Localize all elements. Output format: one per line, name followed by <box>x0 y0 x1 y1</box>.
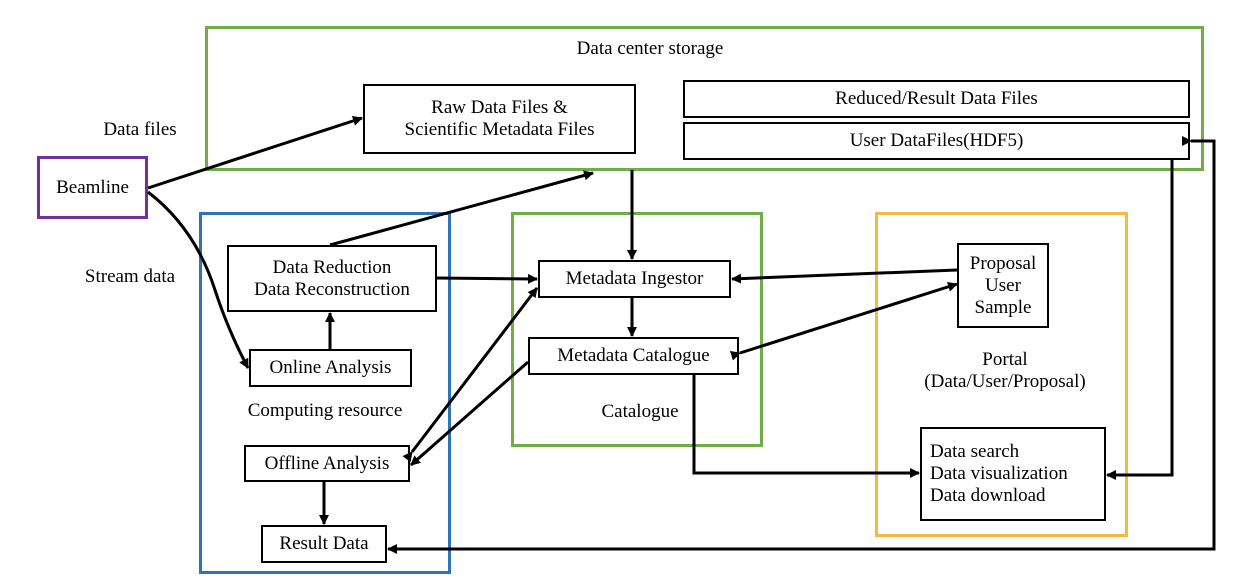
raw-line-1: Raw Data Files & <box>431 97 568 118</box>
storage-group-title: Data center storage <box>576 38 724 59</box>
data-files-edge-label: Data files <box>103 119 177 140</box>
arrow-result-userfiles <box>387 136 1216 554</box>
computing-group-title: Computing resource <box>247 400 403 421</box>
arrow-beamline-to-online <box>147 190 250 369</box>
reduction-line-2: Data Reconstruction <box>254 278 410 300</box>
offline-analysis-node: Offline Analysis <box>244 445 410 482</box>
reduced-result-files-label: Reduced/Result Data Files <box>835 88 1038 109</box>
stream-data-edge-label: Stream data <box>84 266 176 287</box>
arrow-catalogue-proposal <box>729 281 958 361</box>
online-analysis-label: Online Analysis <box>269 357 392 378</box>
arrow-beamline-to-raw <box>147 116 363 190</box>
arrow-userfiles-to-portal <box>1106 160 1174 480</box>
reduction-line-1: Data Reduction <box>272 256 392 278</box>
offline-analysis-label: Offline Analysis <box>264 452 390 474</box>
arrow-reduction-to-storage <box>329 170 594 247</box>
arrow-catalogue-to-portal <box>692 375 920 478</box>
reduced-result-files-node: Reduced/Result Data Files <box>683 80 1190 118</box>
beamline-node: Beamline <box>37 156 148 219</box>
beamline-label: Beamline <box>56 176 129 198</box>
result-data-node: Result Data <box>261 525 387 563</box>
online-analysis-node: Online Analysis <box>249 349 412 387</box>
arrow-reduction-to-ingestor <box>436 273 538 284</box>
raw-line-2: Scientific Metadata Files <box>404 119 595 140</box>
result-data-label: Result Data <box>279 533 369 554</box>
arrow-proposal-to-ingestor <box>731 268 958 284</box>
